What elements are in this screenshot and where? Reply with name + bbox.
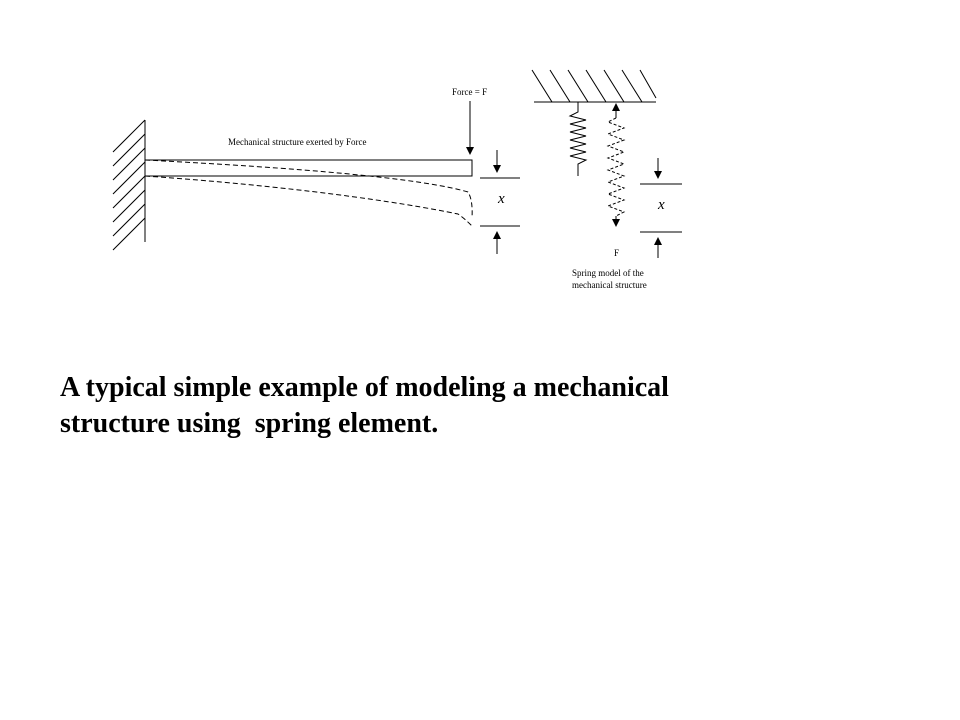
beam-displacement-dimension	[480, 150, 520, 254]
spring-unstretched	[568, 102, 588, 176]
caption-line-1: A typical simple example of modeling a m…	[60, 372, 669, 403]
ceiling-support	[531, 69, 657, 103]
spring-model-label-line1: Spring model of the	[572, 268, 644, 278]
beam-displacement-symbol: x	[497, 191, 505, 207]
spring-model-label-line2: mechanical structure	[572, 280, 647, 290]
spring-displacement-dimension	[640, 158, 682, 258]
fixed-wall-support	[112, 119, 146, 251]
force-label: Force = F	[452, 87, 487, 97]
deflected-beam-outline	[144, 159, 473, 227]
cantilever-beam	[144, 159, 473, 177]
structure-label: Mechanical structure exerted by Force	[228, 137, 366, 147]
spring-force-label: F	[614, 248, 619, 258]
figure-caption: A typical simple example of modeling a m…	[60, 370, 820, 442]
spring-stretched	[606, 108, 626, 220]
spring-displacement-symbol: x	[657, 197, 665, 213]
caption-line-2: structure using spring element.	[60, 408, 439, 439]
